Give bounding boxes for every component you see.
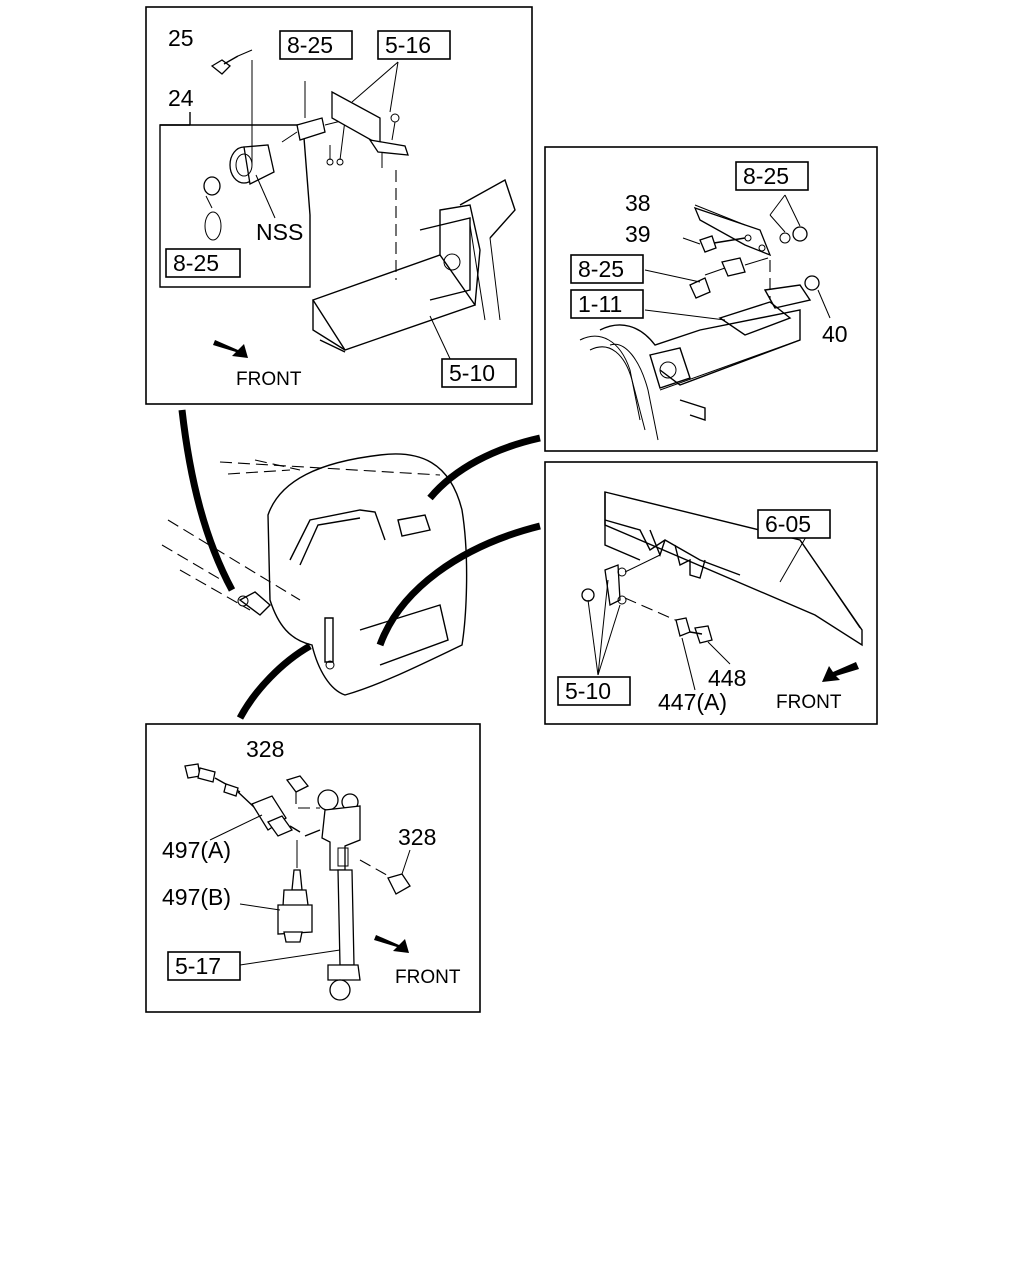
front-label-mid: FRONT: [776, 692, 842, 713]
ref-5-16: 5-16: [385, 32, 431, 58]
ref-8-25-c: 8-25: [743, 163, 789, 189]
ref-8-25-a: 8-25: [287, 32, 333, 58]
panel-mid-right: 448 447(A) FRONT 6-05 5-10: [544, 461, 878, 725]
label-447a: 447(A): [658, 689, 727, 715]
ref-5-17: 5-17: [175, 953, 221, 979]
panel-bottom-left: 328 328 497(A) 497(B) FRONT 5-17: [145, 723, 481, 1013]
callout-arcs: [178, 409, 541, 720]
panel-top-left: 25 24 NSS FRONT 8-25 5-16 8-25 5-10: [145, 6, 533, 405]
label-25: 25: [168, 25, 194, 51]
label-38: 38: [625, 190, 651, 216]
front-label: FRONT: [236, 369, 302, 390]
label-448: 448: [708, 665, 746, 691]
label-24: 24: [168, 85, 194, 111]
ref-5-10-b: 5-10: [565, 678, 611, 704]
label-40: 40: [822, 321, 848, 347]
label-39: 39: [625, 221, 651, 247]
ref-8-25-b: 8-25: [173, 250, 219, 276]
ref-5-10: 5-10: [449, 360, 495, 386]
ref-1-11: 1-11: [578, 291, 622, 317]
ref-8-25-d: 8-25: [578, 256, 624, 282]
label-497a: 497(A): [162, 837, 231, 863]
front-label-bottom: FRONT: [395, 967, 461, 988]
truck-cab-sketch: [161, 453, 468, 696]
label-497b: 497(B): [162, 884, 231, 910]
label-nss: NSS: [256, 219, 303, 245]
label-328-a: 328: [246, 736, 284, 762]
ref-6-05: 6-05: [765, 511, 811, 537]
panel-top-right: 38 39 40 8-25 8-25 1-11: [544, 146, 878, 452]
label-328-b: 328: [398, 824, 436, 850]
